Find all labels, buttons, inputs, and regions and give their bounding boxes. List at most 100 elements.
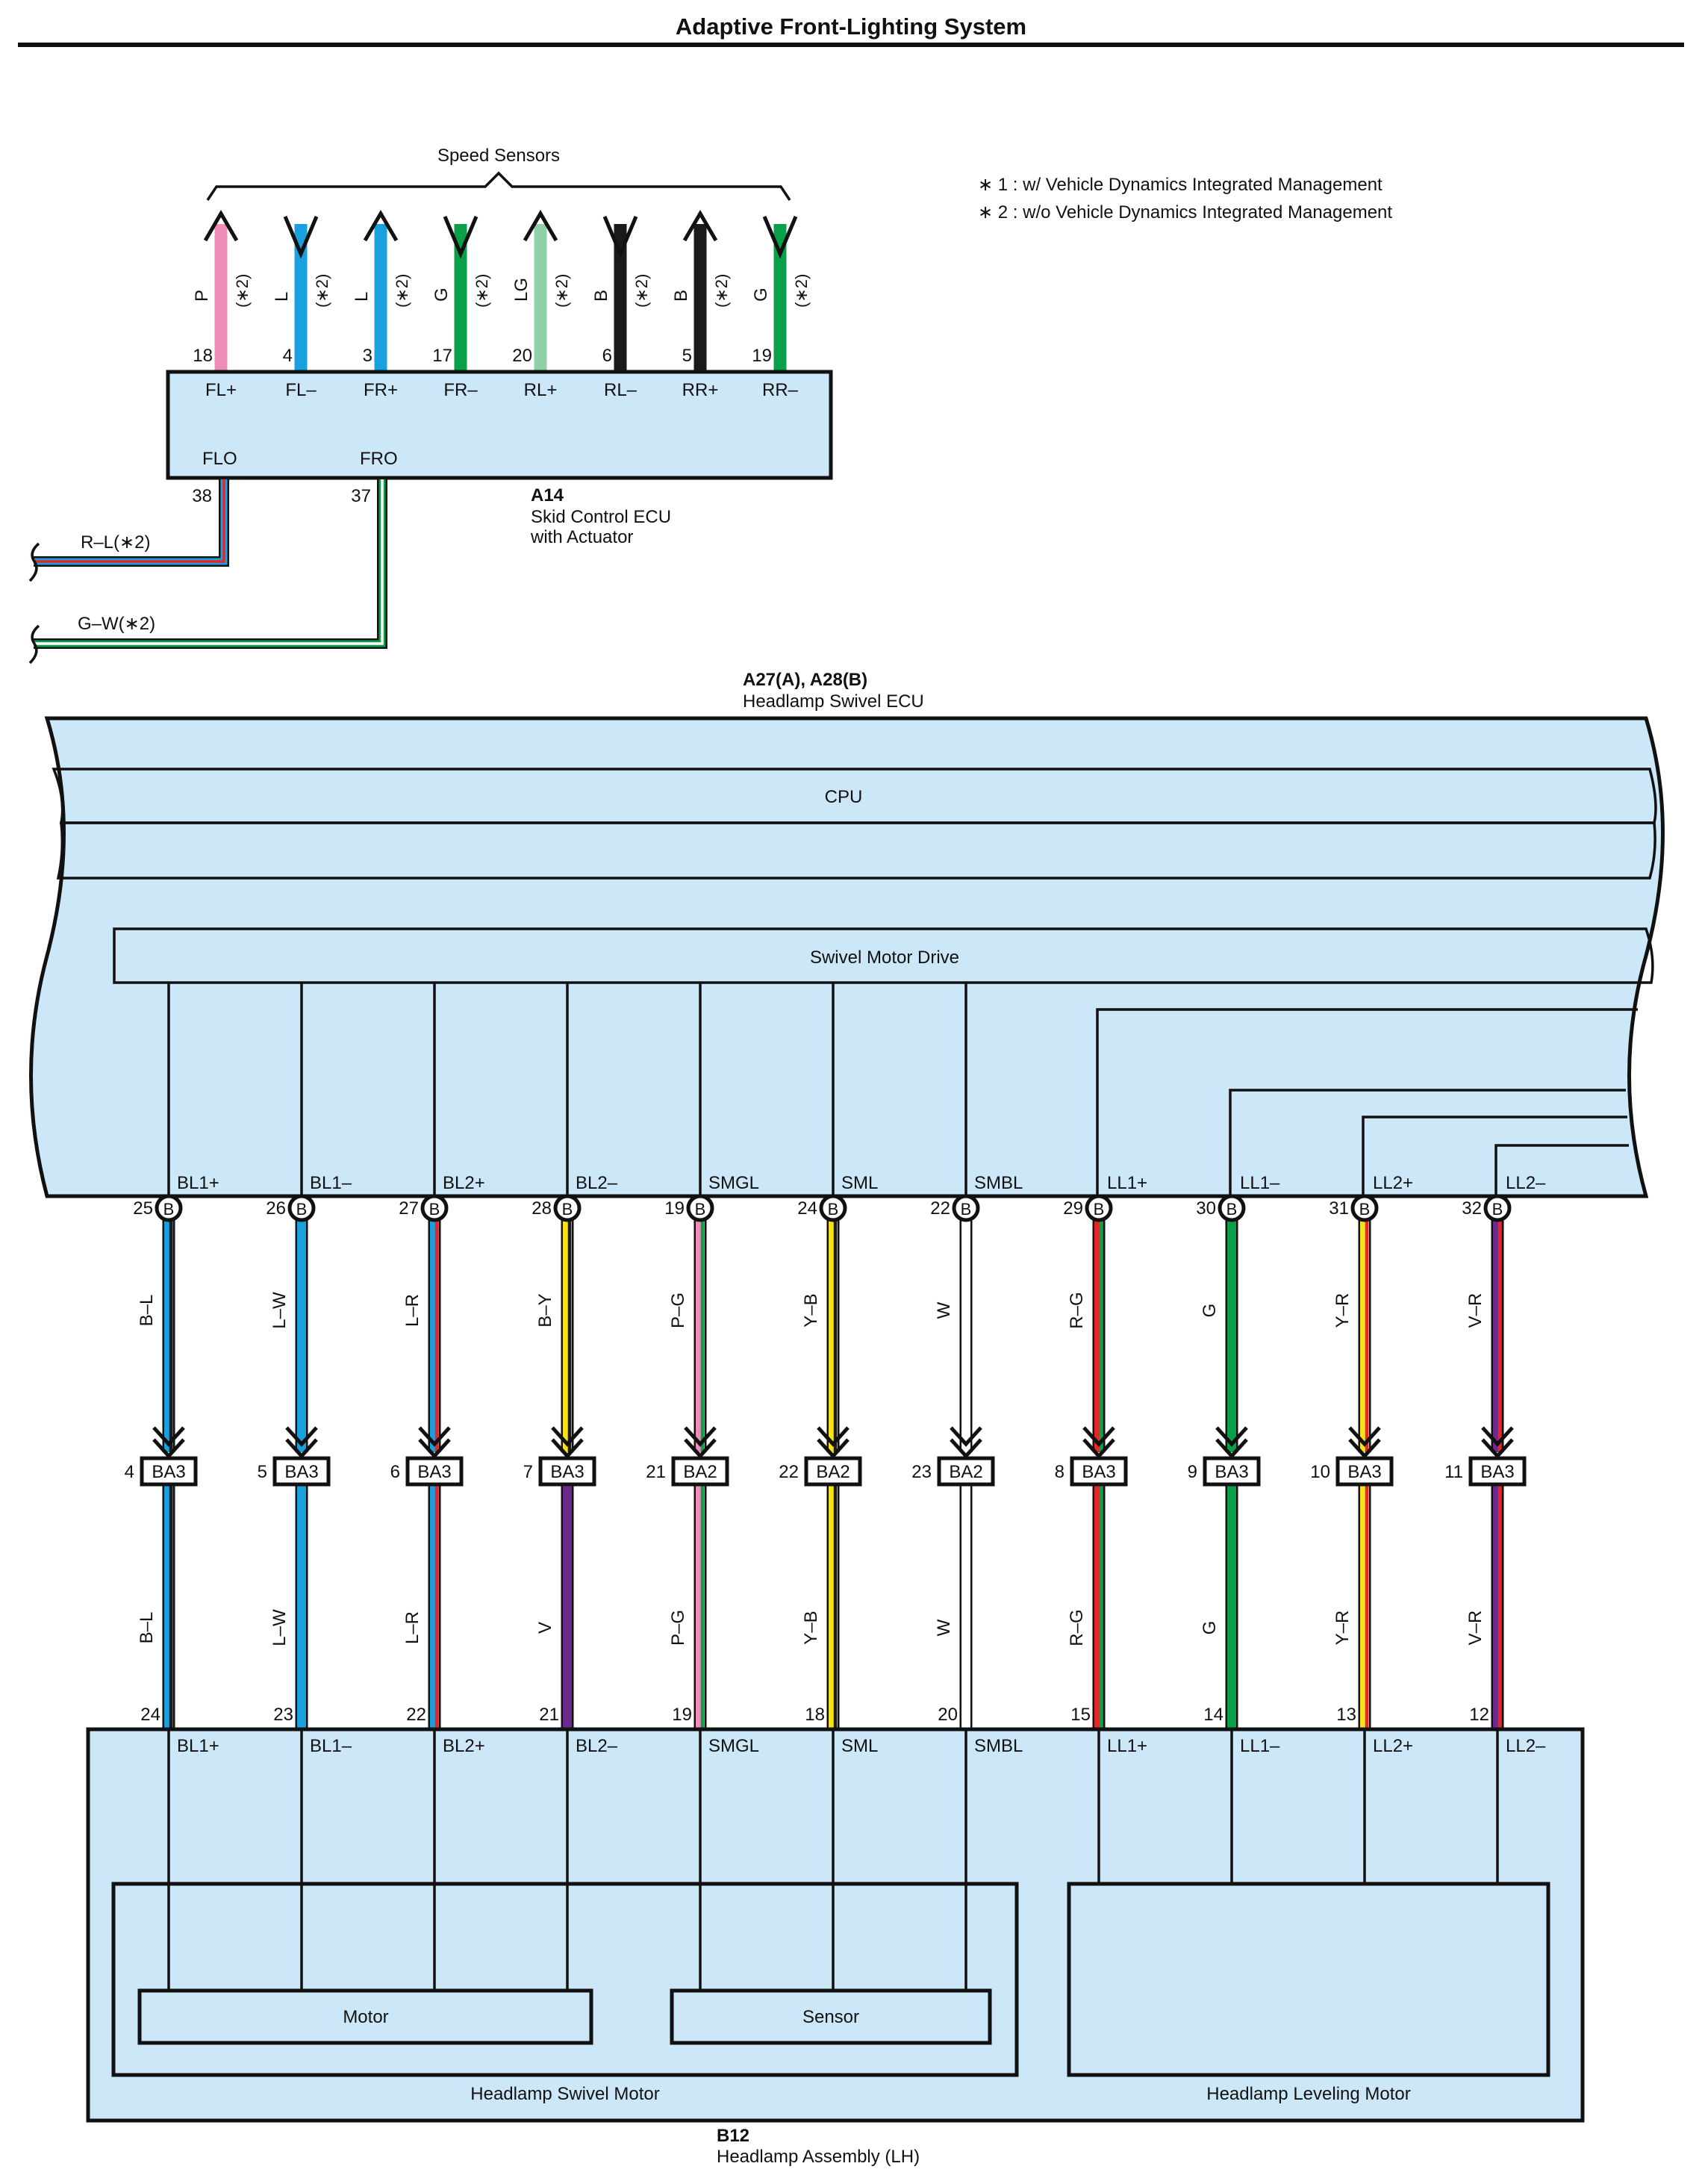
upper-wire <box>428 1216 441 1452</box>
ecu-connector-circle <box>1085 1194 1113 1222</box>
speed-sensors-label: Speed Sensors <box>437 146 560 166</box>
arrow-up-icon <box>682 210 718 242</box>
fro-pin: 37 <box>351 486 371 506</box>
lower-wire-color: R–G <box>1067 1609 1087 1646</box>
ecu-pin: 19 <box>664 1198 685 1219</box>
sensor-wire-color: G <box>751 287 771 302</box>
headlamp-code: B12 <box>717 2126 749 2146</box>
junction-pin: 6 <box>390 1462 400 1482</box>
lamp-signal-label: LL1– <box>1240 1736 1280 1756</box>
lamp-pin: 19 <box>672 1705 692 1725</box>
sensor-wire-4: LG(∗2)20 <box>511 210 571 372</box>
skid-ecu-signal: RL– <box>604 380 638 400</box>
skid-ecu-out-fl-label: FLO <box>202 449 237 469</box>
junction-connector-box <box>538 1456 596 1487</box>
sensor-wire-color: G <box>431 287 452 302</box>
speed-sensors-bracket <box>206 171 791 201</box>
sensor-wire-color: B <box>591 290 611 302</box>
lower-wire-color: P–G <box>668 1610 688 1646</box>
sensor-wire-note: (∗2) <box>792 274 811 308</box>
lamp-pin: 24 <box>140 1705 160 1725</box>
lower-wire-color: W <box>934 1619 954 1636</box>
leveling-motor-label: Headlamp Leveling Motor <box>1206 2084 1410 2104</box>
sensor-wire-6: B(∗2)5 <box>671 210 731 372</box>
lamp-signal-label: BL1+ <box>177 1736 219 1756</box>
junction-connector-box <box>140 1456 198 1487</box>
junction-connector-label: BA2 <box>816 1462 850 1482</box>
ecu-pin: 24 <box>797 1198 817 1219</box>
ecu-connector-label: B <box>1492 1200 1503 1219</box>
ecu-signal-label: LL2– <box>1506 1173 1546 1193</box>
connector-arrow-icon <box>1348 1426 1381 1459</box>
ecu-connector-circle <box>1218 1194 1246 1222</box>
swivel-motor-drive-label: Swivel Motor Drive <box>810 948 959 968</box>
sensor-wire-note: (∗2) <box>313 274 331 308</box>
headlamp-assembly <box>86 1727 1585 2123</box>
connector-arrow-icon <box>817 1426 850 1459</box>
lamp-pin: 12 <box>1469 1705 1489 1725</box>
sensor-wire-color: LG <box>511 278 532 302</box>
speed-sensor-wires: P(∗2)18L(∗2)4L(∗2)3G(∗2)17LG(∗2)20B(∗2)6… <box>192 210 811 372</box>
skid-ecu-code: A14 <box>531 485 564 505</box>
junction-pin: 7 <box>523 1462 533 1482</box>
lamp-signal-label: BL2– <box>576 1736 618 1756</box>
sensor-pin: 5 <box>682 346 692 366</box>
arrow-up-icon <box>363 210 399 242</box>
sensor-wire-color: B <box>671 290 691 302</box>
skid-ecu-signals: FL+FL–FR+FR–RL+RL–RR+RR– <box>205 380 799 400</box>
ecu-pin: 28 <box>532 1198 552 1219</box>
junction-pin: 4 <box>125 1462 134 1482</box>
junction-connector-label: BA3 <box>1347 1462 1381 1482</box>
fro-wire <box>34 479 387 649</box>
sensor-pin: 18 <box>193 346 213 366</box>
ecu-pin: 32 <box>1462 1198 1482 1219</box>
junction-connector-label: BA3 <box>284 1462 318 1482</box>
sensor-wire-note: (∗2) <box>552 274 571 308</box>
arrow-up-icon <box>523 210 558 242</box>
lower-wire <box>1491 1484 1504 1729</box>
connector-arrow-icon <box>950 1426 982 1459</box>
ecu-connector-label: B <box>296 1200 308 1219</box>
ecu-connector-circle <box>1350 1194 1379 1222</box>
ecu-signal-label: SML <box>841 1173 878 1193</box>
junction-connector-box <box>804 1456 862 1487</box>
ecu-connector-circle <box>1483 1194 1512 1222</box>
fro-wire-break <box>28 624 40 665</box>
upper-wire <box>162 1216 175 1452</box>
connector-arrow-icon <box>1215 1426 1248 1459</box>
ecu-connector-label: B <box>1094 1200 1105 1219</box>
upper-wire <box>1358 1216 1371 1452</box>
upper-wire-color: Y–R <box>1332 1293 1353 1328</box>
lower-wire <box>428 1484 441 1729</box>
lower-wire-color: B–L <box>137 1612 157 1644</box>
fro-wire-label: G–W(∗2) <box>78 614 155 634</box>
lamp-pin: 13 <box>1336 1705 1356 1725</box>
sensor-box <box>670 1988 992 2045</box>
upper-wire-color: L–W <box>269 1292 290 1329</box>
skid-ecu-signal: RL+ <box>524 380 558 400</box>
sensor-wire-note: (∗2) <box>233 274 252 308</box>
junction-connector-box <box>1335 1456 1394 1487</box>
lamp-signal-label: LL1+ <box>1107 1736 1147 1756</box>
lamp-signal-label: LL2+ <box>1373 1736 1413 1756</box>
ecu-pin: 30 <box>1196 1198 1216 1219</box>
junction-pin: 21 <box>646 1462 666 1482</box>
sensor-wire-note: (∗2) <box>473 274 491 308</box>
ecu-pin: 25 <box>133 1198 153 1219</box>
connector-arrow-icon <box>684 1426 717 1459</box>
arrow-up-icon <box>203 210 239 242</box>
lamp-pin: 21 <box>539 1705 559 1725</box>
ecu-connector-label: B <box>562 1200 573 1219</box>
ecu-signal-label: LL1+ <box>1107 1173 1147 1193</box>
sensor-wire-3: G(∗2)17 <box>431 216 491 372</box>
lamp-signal-label: BL2+ <box>443 1736 485 1756</box>
